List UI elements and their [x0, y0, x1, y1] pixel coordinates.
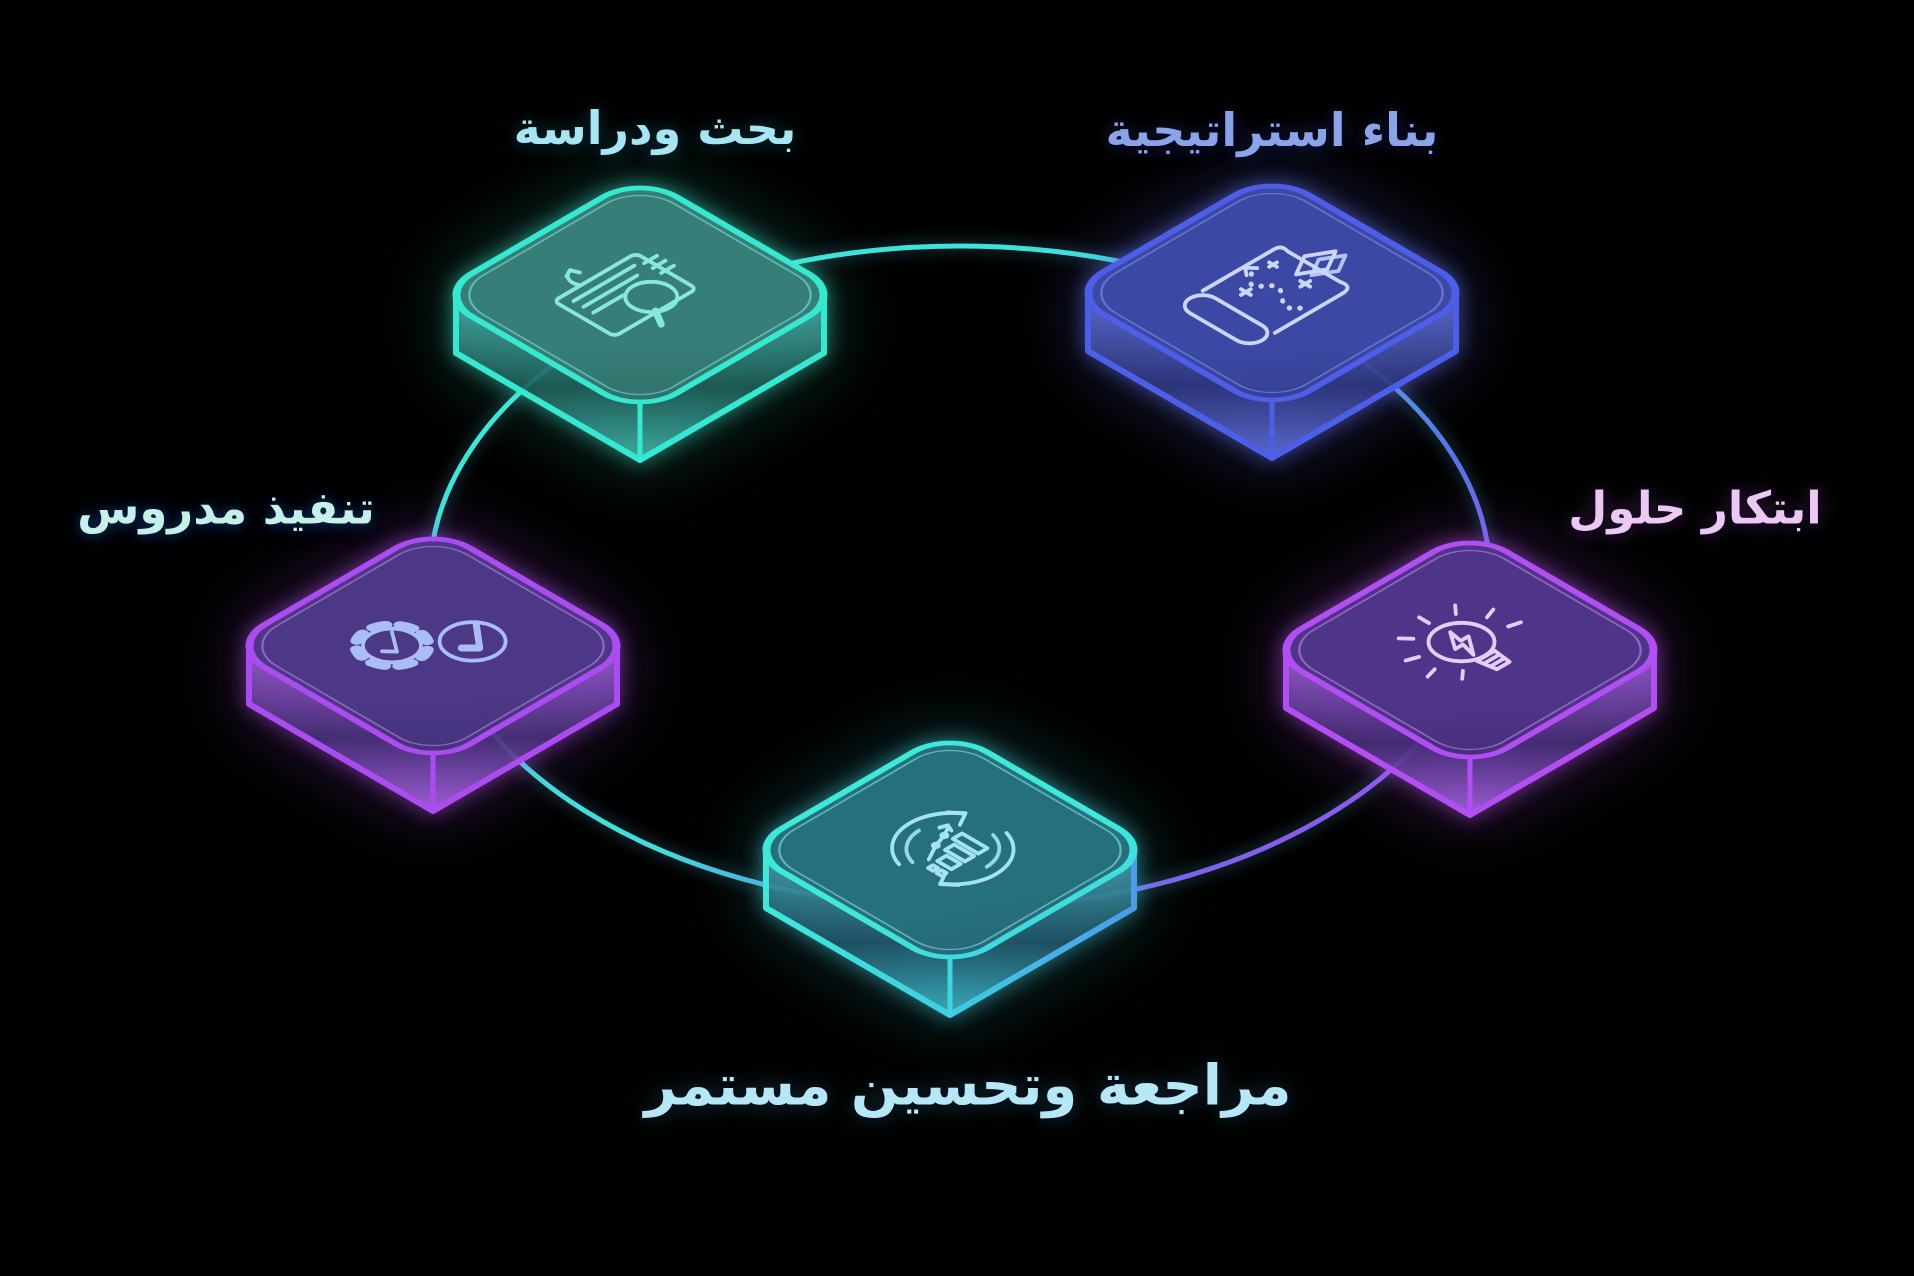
- tile-top-face: [452, 185, 828, 405]
- tile-top-face: [762, 740, 1138, 960]
- cycle-chart-icon: [869, 800, 1036, 898]
- step-innovation-label: ابتكار حلول: [1568, 481, 1822, 535]
- step-implementation-label: تنفيذ مدروس: [77, 481, 375, 535]
- gear-checkmark-icon: [349, 620, 519, 671]
- step-research-label: بحث ودراسة: [513, 101, 797, 155]
- step-innovation-tile: [1282, 540, 1658, 818]
- step-strategy-label: بناء استراتيجية: [1105, 103, 1439, 157]
- step-review-tile: [762, 740, 1138, 1018]
- document-magnifier-icon: [535, 238, 717, 344]
- step-strategy-tile: [1084, 183, 1460, 461]
- strategy-map-icon: [1177, 231, 1376, 347]
- tile-top-face: [245, 536, 621, 756]
- tile-top-face: [1084, 183, 1460, 403]
- step-research-tile: [452, 185, 828, 463]
- step-implementation-tile: [245, 536, 621, 814]
- lightbulb-bolt-icon: [1372, 590, 1549, 693]
- step-review-label: مراجعة وتحسين مستمر: [644, 1053, 1292, 1119]
